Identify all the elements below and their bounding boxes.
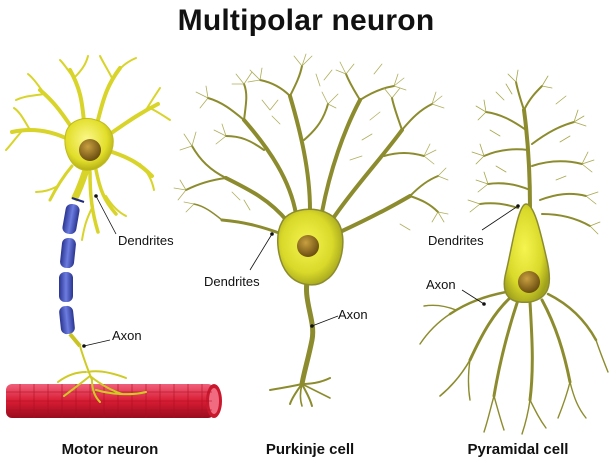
motor-dendrites [5, 55, 171, 241]
motor-axon-label: Axon [112, 328, 142, 343]
purkinje-axon [269, 273, 331, 407]
pyramidal-dendrites-label: Dendrites [428, 233, 484, 248]
muscle-fiber [6, 384, 222, 418]
pyramidal-cell-caption: Pyramidal cell [467, 441, 569, 458]
purkinje-dendrite-tree [185, 65, 439, 236]
pyramidal-axon-label: Axon [426, 277, 456, 292]
motor-neuron-caption: Motor neuron [61, 441, 159, 458]
purkinje-cell [173, 53, 449, 407]
motor-neuron [5, 55, 222, 418]
myelin-sheath [59, 197, 85, 348]
pyramidal-cell [419, 69, 609, 435]
purkinje-cell-caption: Purkinje cell [265, 441, 355, 458]
pyramidal-basal-dendrites [419, 290, 609, 435]
pyramidal-dendrites [479, 81, 591, 227]
motor-axon-terminals [57, 345, 147, 403]
motor-nucleus [79, 139, 101, 161]
motor-dendrites-label: Dendrites [118, 233, 174, 248]
pyramidal-fine-branches [467, 69, 601, 235]
purkinje-axon-label: Axon [338, 307, 368, 322]
purkinje-dendrites-label: Dendrites [204, 274, 260, 289]
diagram-title: Multipolar neuron [177, 4, 435, 37]
purkinje-fine-branches [173, 53, 449, 231]
pyramidal-nucleus [518, 271, 540, 293]
purkinje-nucleus [297, 235, 319, 257]
